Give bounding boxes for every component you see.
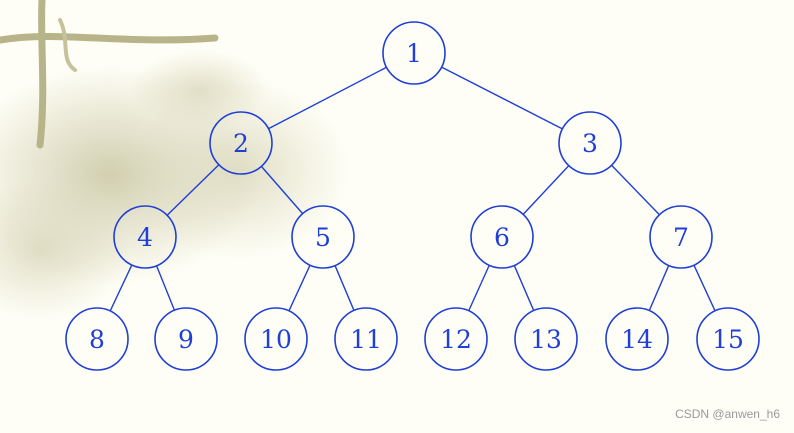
tree-node-3: 3 — [558, 111, 622, 175]
node-label: 5 — [315, 223, 331, 252]
node-circle — [424, 307, 488, 371]
edge-2-4 — [166, 164, 220, 216]
node-label: 15 — [712, 325, 744, 354]
tree-node-5: 5 — [291, 205, 355, 269]
node-circle — [514, 307, 578, 371]
node-circle — [65, 307, 129, 371]
node-label: 12 — [440, 325, 472, 354]
edges — [109, 66, 716, 312]
node-label: 14 — [621, 325, 653, 354]
tree-node-13: 13 — [514, 307, 578, 371]
node-circle — [334, 307, 398, 371]
node-circle — [382, 21, 446, 85]
tree-node-7: 7 — [649, 205, 713, 269]
node-label: 7 — [673, 223, 689, 252]
edge-1-2 — [268, 66, 387, 130]
tree-node-12: 12 — [424, 307, 488, 371]
node-label: 8 — [89, 325, 105, 354]
node-label: 2 — [233, 129, 249, 158]
node-circle — [470, 205, 534, 269]
node-label: 3 — [582, 129, 598, 158]
node-circle — [154, 307, 218, 371]
node-label: 1 — [406, 39, 422, 68]
edge-5-10 — [288, 264, 311, 312]
tree-node-4: 4 — [113, 205, 177, 269]
edge-2-5 — [260, 165, 304, 215]
node-label: 11 — [350, 325, 382, 354]
tree-node-8: 8 — [65, 307, 129, 371]
edge-1-3 — [441, 66, 563, 130]
edge-5-11 — [334, 265, 355, 311]
tree-node-10: 10 — [244, 307, 308, 371]
node-circle — [113, 205, 177, 269]
node-circle — [209, 111, 273, 175]
node-circle — [291, 205, 355, 269]
tree-node-6: 6 — [470, 205, 534, 269]
edge-6-13 — [513, 265, 535, 311]
node-label: 10 — [260, 325, 292, 354]
node-label: 9 — [178, 325, 194, 354]
edge-4-9 — [155, 265, 176, 311]
tree-node-15: 15 — [696, 307, 760, 371]
node-label: 6 — [494, 223, 510, 252]
edge-7-14 — [648, 265, 670, 311]
tree-node-1: 1 — [382, 21, 446, 85]
node-label: 13 — [530, 325, 562, 354]
node-circle — [605, 307, 669, 371]
tree-node-14: 14 — [605, 307, 669, 371]
background-decoration — [0, 0, 350, 320]
node-circle — [558, 111, 622, 175]
tree-node-2: 2 — [209, 111, 273, 175]
edge-4-8 — [109, 264, 133, 312]
node-circle — [696, 307, 760, 371]
node-label: 4 — [137, 223, 153, 252]
edge-3-6 — [522, 165, 570, 215]
node-circle — [244, 307, 308, 371]
edge-3-7 — [611, 164, 660, 216]
tree-node-9: 9 — [154, 307, 218, 371]
tree-node-11: 11 — [334, 307, 398, 371]
node-circle — [649, 205, 713, 269]
edge-6-12 — [468, 264, 490, 312]
edge-7-15 — [693, 264, 716, 312]
watermark-text: CSDN @anwen_h6 — [675, 407, 780, 421]
